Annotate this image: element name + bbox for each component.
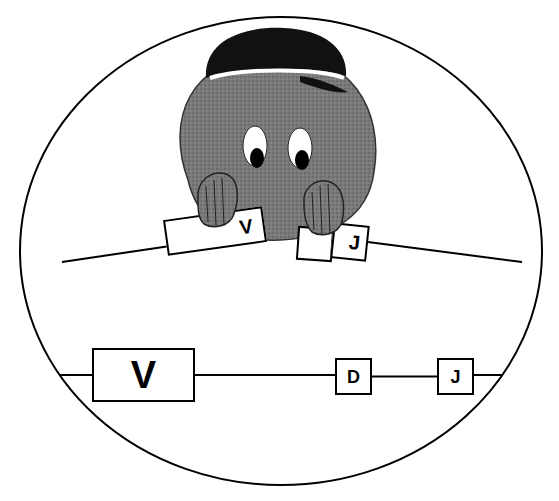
gene-segment: V <box>92 348 195 402</box>
finger-lines <box>312 184 330 234</box>
card <box>297 227 333 261</box>
hat-brim <box>300 76 348 92</box>
held-card: V <box>163 206 267 256</box>
dna-line <box>195 374 335 376</box>
held-card: J <box>330 222 370 262</box>
finger-lines <box>206 178 224 226</box>
segment-letter: J <box>348 232 361 253</box>
gene-segment: D <box>335 358 372 395</box>
pupil <box>295 150 309 170</box>
segment-letter: V <box>131 356 156 394</box>
pupil <box>250 148 264 168</box>
frame-circle <box>20 17 542 485</box>
segment-letter: V <box>238 216 254 238</box>
table-edge <box>368 242 522 262</box>
hand <box>304 181 344 235</box>
hat <box>206 28 346 78</box>
character-body <box>180 54 376 240</box>
gene-segment: J <box>437 358 474 395</box>
hand <box>198 173 237 227</box>
segment-letter: J <box>450 368 460 386</box>
table-edge <box>62 246 170 262</box>
hat-band <box>210 71 344 79</box>
dna-line <box>59 374 92 376</box>
dna-line <box>372 376 437 378</box>
segment-letter: D <box>347 368 360 386</box>
dna-line <box>473 374 503 376</box>
